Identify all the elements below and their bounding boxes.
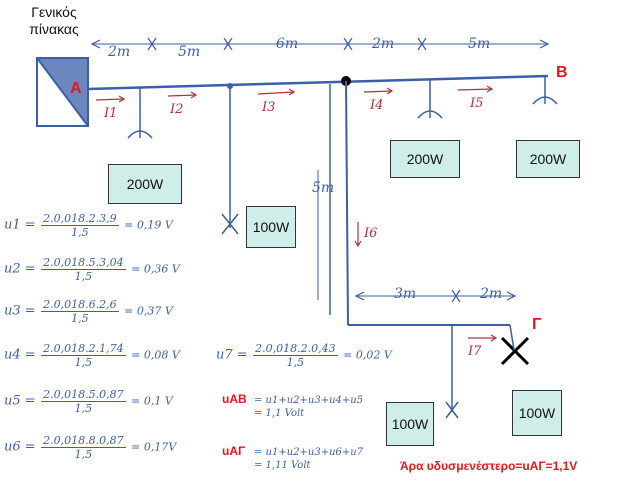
dimension-ticks [90, 37, 550, 51]
equation-u1-lhs: u1 = [4, 217, 36, 233]
segment-label-4: 2m [372, 36, 395, 52]
switch-x-2b [221, 213, 239, 235]
current-arrows [95, 85, 498, 342]
equation-u2-result: = 0,36 V [131, 262, 180, 276]
segment-label-2: 5m [178, 44, 201, 60]
current-label-3: I3 [262, 100, 276, 115]
load-box-2: 100W [246, 206, 296, 248]
sum-label-ag: uΑΓ [222, 444, 246, 458]
segment-label-3: 6m [276, 36, 299, 52]
sum-ab-line-1: = u1+u2+u3+u4+u5 [254, 395, 364, 406]
branch-feed-g [345, 80, 349, 326]
main-bus [87, 74, 549, 91]
equation-u2-denominator: 1,5 [74, 270, 93, 283]
current-label-7: I7 [468, 344, 482, 359]
load-box-6: 100W [512, 390, 562, 436]
node-g-cross-b [500, 336, 530, 366]
equation-u5-denominator: 1,5 [74, 402, 93, 415]
equation-u3-numerator: 2.0,018.6.2,6 [41, 298, 119, 312]
current-label-5: I5 [470, 96, 484, 111]
sum-ag-line-2: = 1,11 Volt [254, 460, 311, 471]
current-label-4: I4 [370, 98, 384, 113]
equation-u6-lhs: u6 = [4, 439, 36, 455]
load-box-1: 200W [108, 164, 182, 204]
equation-u1-numerator: 2.0,018.2.3,9 [41, 212, 119, 226]
equation-u6-result: = 0,17V [131, 440, 177, 454]
equation-u2-lhs: u2 = [4, 261, 36, 277]
board-diagonal [36, 57, 89, 127]
node-label-a: A [70, 80, 82, 97]
equation-u4-result: = 0,08 V [131, 348, 180, 362]
current-label-6: I6 [364, 226, 378, 241]
sum-ab-line-2: = 1,1 Volt [254, 408, 305, 419]
sum-ab-lines: = u1+u2+u3+u4+u5 = 1,1 Volt [254, 394, 363, 420]
junction-2 [227, 83, 233, 89]
node-label-g: Γ [532, 316, 542, 333]
segment-label-5: 5m [468, 36, 491, 52]
equation-u1-denominator: 1,5 [71, 226, 89, 239]
sum-label-ab: uAB [222, 392, 247, 406]
equation-u6-numerator: 2.0,018.8.0,87 [41, 434, 126, 448]
load-box-3: 200W [390, 140, 460, 178]
equation-u1-result: = 0,19 V [124, 218, 173, 232]
segment-label-7: 3m [394, 286, 417, 302]
board-title-line-2: πίνακας [29, 21, 79, 37]
dimension-ticks-lower [354, 289, 517, 303]
equation-u2-numerator: 2.0,018.5.3,04 [41, 256, 126, 270]
switch-x-6b [445, 401, 459, 419]
node-g-link [509, 324, 515, 351]
equation-u7-denominator: 1,5 [286, 356, 305, 369]
sum-ag-line-1: = u1+u2+u3+u6+u7 [254, 447, 364, 458]
load-box-4: 200W [516, 140, 580, 178]
current-label-2: I2 [170, 102, 184, 117]
equation-u4-numerator: 2.0,018.2.1,74 [41, 342, 126, 356]
segment-label-8: 2m [480, 286, 503, 302]
equation-u4-denominator: 1,5 [74, 356, 93, 369]
equation-u3-result: = 0,37 V [124, 304, 173, 318]
lamp-5 [532, 96, 558, 105]
equation-u6-denominator: 1,5 [74, 448, 93, 461]
board-title: Γενικός πίνακας [4, 4, 104, 38]
equation-u5-lhs: u5 = [4, 393, 36, 409]
lamp-1 [127, 130, 153, 139]
equation-u3-denominator: 1,5 [71, 312, 89, 325]
equation-u7-result: = 0,02 V [343, 348, 392, 362]
segment-label-1: 2m [108, 44, 131, 60]
load-box-5: 100W [386, 402, 434, 446]
equation-u4-lhs: u4 = [4, 347, 36, 363]
equation-u5-numerator: 2.0,018.5.0,87 [41, 388, 126, 402]
sum-ag-lines: = u1+u2+u3+u6+u7 = 1,11 Volt [254, 446, 363, 472]
board-title-line-1: Γενικός [31, 4, 77, 20]
equation-u3-lhs: u3 = [4, 303, 36, 319]
equation-u7-numerator: 2.0,018.2.0,43 [253, 342, 338, 356]
equation-u7-lhs: u7 = [216, 347, 248, 363]
segment-label-6: 5m [312, 180, 335, 196]
node-label-b: B [556, 64, 568, 81]
lamp-4 [417, 110, 443, 119]
current-label-1: I1 [104, 106, 118, 121]
conclusion-text: Άρα υδυσμενέστερο=uΑΓ=1,1V [400, 459, 578, 473]
equation-u5-result: = 0,1 V [131, 394, 173, 408]
